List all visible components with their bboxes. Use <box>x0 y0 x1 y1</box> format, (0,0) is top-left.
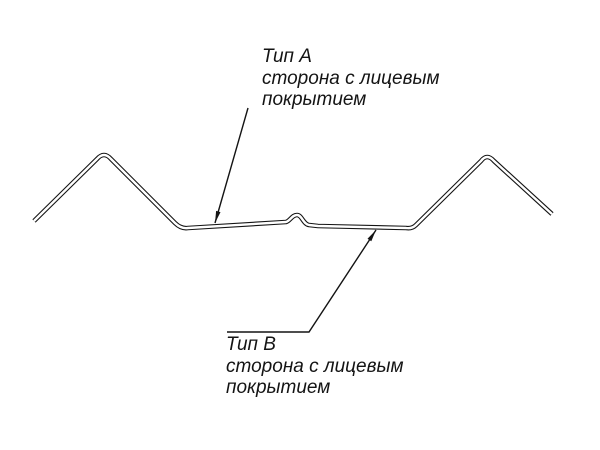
leader-b <box>227 229 377 333</box>
leader-b-line <box>227 229 377 333</box>
label-b-title: Тип В <box>226 334 276 355</box>
label-b-line1: сторона с лицевым <box>226 356 404 377</box>
label-a-line2: покрытием <box>262 89 366 110</box>
leader-a-line <box>214 107 249 224</box>
leader-a <box>214 107 249 224</box>
label-b: Тип В сторона с лицевым покрытием <box>226 334 404 398</box>
leader-a-arrowhead <box>215 210 221 223</box>
sheet-profile <box>32 152 554 231</box>
label-a-line1: сторона с лицевым <box>262 68 440 89</box>
sheet-profile-inner-gap <box>33 153 553 230</box>
label-b-line2: покрытием <box>226 377 330 398</box>
label-a: Тип А сторона с лицевым покрытием <box>262 46 440 110</box>
leader-b-arrowhead <box>367 230 376 242</box>
label-a-title: Тип А <box>262 46 312 67</box>
